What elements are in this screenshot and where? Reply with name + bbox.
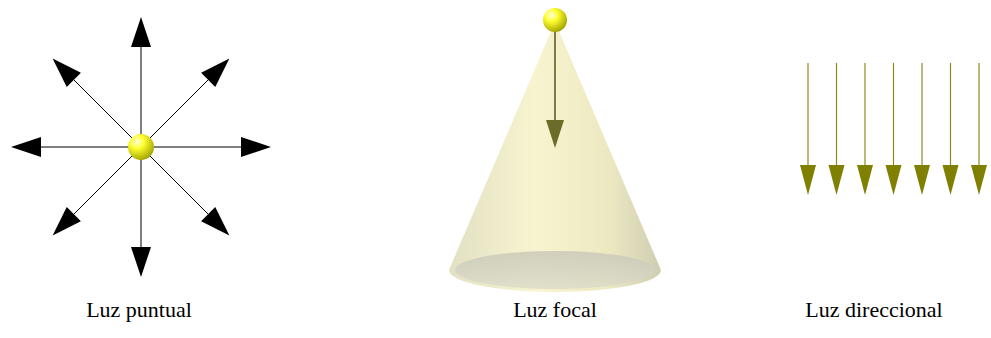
ray-shaft xyxy=(41,147,141,148)
spot-light-base xyxy=(455,251,655,289)
ray-head xyxy=(914,165,930,195)
directional-light-rays xyxy=(800,63,987,195)
ray-head xyxy=(829,165,845,195)
ray-head xyxy=(943,165,959,195)
ray-head xyxy=(800,165,816,195)
ray-head xyxy=(131,247,151,277)
ray-shaft xyxy=(950,63,951,168)
ray-head xyxy=(886,165,902,195)
ray-shaft xyxy=(836,63,837,168)
ray-shaft xyxy=(807,63,808,168)
ray-shaft xyxy=(141,47,142,147)
ray-head xyxy=(201,207,229,235)
spot-light-cone xyxy=(449,22,661,292)
ray-shaft xyxy=(978,63,979,168)
ray-shaft xyxy=(921,63,922,168)
ray-shaft xyxy=(141,80,208,147)
ray-shaft xyxy=(74,147,141,214)
ray-head xyxy=(11,137,41,157)
spot-direction-head xyxy=(546,120,564,148)
ray-head xyxy=(857,165,873,195)
ray-shaft xyxy=(141,147,142,247)
caption-label: Luz focal xyxy=(513,297,597,323)
caption-label: Luz direccional xyxy=(805,297,942,323)
point-light-source xyxy=(128,134,154,160)
ray-shaft xyxy=(893,63,894,168)
ray-shaft xyxy=(74,80,141,147)
ray-shaft xyxy=(141,147,208,214)
spot-direction-shaft xyxy=(554,25,556,122)
caption-label: Luz puntual xyxy=(86,297,192,323)
ray-shaft xyxy=(864,63,865,168)
point-light-rays xyxy=(11,17,271,277)
ray-head xyxy=(971,165,987,195)
ray-head xyxy=(241,137,271,157)
ray-head xyxy=(201,59,229,87)
ray-shaft xyxy=(141,147,241,148)
ray-head xyxy=(53,59,81,87)
ray-head xyxy=(131,17,151,47)
ray-head xyxy=(53,207,81,235)
spot-light-source xyxy=(543,8,567,32)
